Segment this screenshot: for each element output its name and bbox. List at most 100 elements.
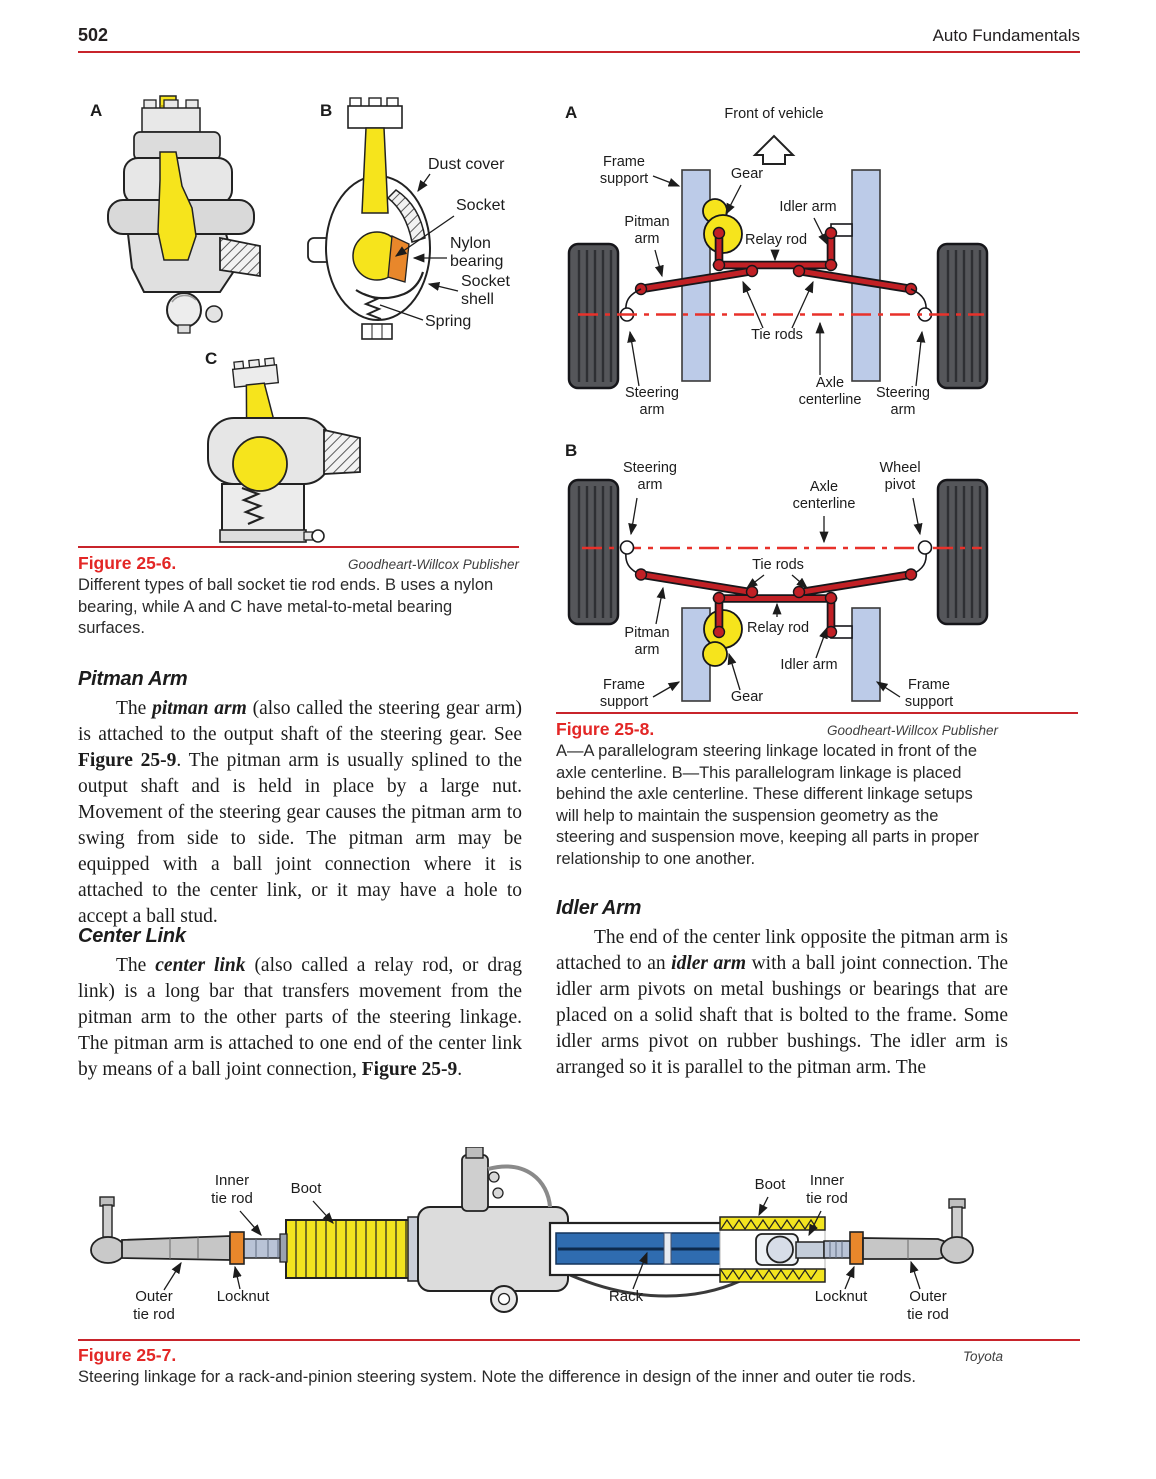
figure-25-6-rule xyxy=(78,546,519,548)
fig8a-label-steering-right-2: arm xyxy=(891,402,916,418)
fig6-label-spring: Spring xyxy=(425,313,471,330)
fig8a-label-pitman-1: Pitman xyxy=(624,214,669,230)
figure-25-7-rule xyxy=(78,1339,1080,1341)
fig6-label-nylon-1: Nylon xyxy=(450,235,491,252)
figure-25-8-caption: Figure 25-8. Goodheart-Willcox Publisher… xyxy=(556,719,998,870)
locknut-right xyxy=(849,1231,864,1265)
fig8a-label-steering-left-1: Steering xyxy=(625,385,679,401)
fig7-label-outer-left-1: Outer xyxy=(135,1288,173,1305)
fig8b-label-frame-left-2: support xyxy=(600,694,648,710)
idler-arm-paragraph: The end of the center link opposite the … xyxy=(556,925,1008,1081)
fig6-panel-b-tag: B xyxy=(320,101,332,120)
tire-left xyxy=(567,478,620,626)
fig7-label-outer-right-1: Outer xyxy=(909,1288,947,1305)
fig7-label-outer-left-2: tie rod xyxy=(133,1306,175,1323)
fig8b-label-axle-2: centerline xyxy=(793,496,856,512)
fig8b-label-tie-rods: Tie rods xyxy=(752,557,804,573)
figure-25-8-diagram: A Front of vehicle Frame support xyxy=(565,103,989,710)
fig7-label-inner-left-2: tie rod xyxy=(211,1190,253,1207)
fig8a-label-steering-left-2: arm xyxy=(640,402,665,418)
figure-25-6-diagram: A B C Dust cover xyxy=(90,95,510,543)
fig7-label-boot-left: Boot xyxy=(291,1180,323,1197)
text-run: The xyxy=(116,698,153,719)
tire-right xyxy=(936,478,989,626)
frame-support-right xyxy=(851,607,881,702)
fig8a-label-front-of-vehicle: Front of vehicle xyxy=(724,106,823,122)
fig8a-label-steering-right-1: Steering xyxy=(876,385,930,401)
pitman-arm-heading: Pitman Arm xyxy=(78,668,188,690)
figure-25-7-caption: Figure 25-7. Toyota Steering linkage for… xyxy=(78,1345,1003,1389)
fig8b-label-wheel-2: pivot xyxy=(885,477,916,493)
text-run: (also called a relay rod, or drag link) … xyxy=(78,955,522,1080)
text-run: (also called the steering gear arm) is a… xyxy=(78,698,522,745)
inner-tie-rod-right xyxy=(823,1240,851,1259)
figure-25-8-text: A—A parallelogram steering linkage locat… xyxy=(556,742,979,868)
center-link-heading: Center Link xyxy=(78,925,186,947)
figure-25-6-text: Different types of ball socket tie rod e… xyxy=(78,576,494,637)
tire-left xyxy=(567,242,620,390)
term-center-link: center link xyxy=(155,955,246,976)
fig7-label-boot-right: Boot xyxy=(755,1176,787,1193)
fig8b-label-steering-1: Steering xyxy=(623,460,677,476)
fig7-label-locknut-left: Locknut xyxy=(217,1288,270,1305)
figure-25-6-credit: Goodheart-Willcox Publisher xyxy=(348,557,519,572)
fig8b-label-gear: Gear xyxy=(731,689,763,705)
figure-25-6-title: Figure 25-6. xyxy=(78,553,177,573)
figure-25-7-text: Steering linkage for a rack-and-pinion s… xyxy=(78,1368,917,1386)
rack-pinion-assembly xyxy=(90,1147,974,1313)
term-idler-arm: idler arm xyxy=(671,953,747,974)
fig6-panel-a-drawing xyxy=(107,95,261,334)
fig8a-label-tie-rods: Tie rods xyxy=(751,327,803,343)
text-run: The end of the center link opposite the … xyxy=(556,927,1008,974)
fig8-panel-b: B Steering arm Axle centerline xyxy=(565,441,989,710)
fig8a-label-pitman-2: arm xyxy=(635,231,660,247)
outer-tie-rod-left xyxy=(121,1235,231,1261)
fig8a-label-axle-1: Axle xyxy=(816,375,844,391)
steering-linkage xyxy=(634,226,918,296)
fig6-label-shell-2: shell xyxy=(461,291,494,308)
book-title: Auto Fundamentals xyxy=(932,26,1080,45)
fig6-label-dust-cover: Dust cover xyxy=(428,156,505,173)
fig8a-label-gear: Gear xyxy=(731,166,763,182)
fig6-panel-c-drawing xyxy=(207,357,361,543)
front-of-vehicle-arrow-icon xyxy=(752,134,796,165)
figure-25-7-credit: Toyota xyxy=(962,1349,1003,1364)
fig8b-label-axle-1: Axle xyxy=(810,479,838,495)
fig8b-label-relay-rod: Relay rod xyxy=(747,620,809,636)
tire-right xyxy=(936,242,989,390)
fig8b-label-pitman-1: Pitman xyxy=(624,625,669,641)
figure-25-8-rule xyxy=(556,712,1078,714)
term-pitman-arm: pitman arm xyxy=(152,698,247,719)
fig8b-label-frame-right-1: Frame xyxy=(908,677,950,693)
fig8b-label-idler-arm: Idler arm xyxy=(780,657,837,673)
fig8a-label-axle-2: centerline xyxy=(799,392,862,408)
fig8b-label-frame-right-2: support xyxy=(905,694,953,710)
figure-reference: Figure 25-9 xyxy=(78,750,177,771)
boot-left xyxy=(279,1216,419,1282)
fig7-label-inner-left-1: Inner xyxy=(215,1172,249,1189)
fig6-panel-b-drawing xyxy=(307,97,431,340)
fig6-label-nylon-2: bearing xyxy=(450,253,503,270)
fig7-label-inner-right-2: tie rod xyxy=(806,1190,848,1207)
ball-stud-right xyxy=(951,1206,963,1240)
fig6-label-shell-1: Socket xyxy=(461,273,510,290)
page-number: 502 xyxy=(78,25,109,45)
fig8a-label-idler-arm: Idler arm xyxy=(779,199,836,215)
figure-25-7-title: Figure 25-7. xyxy=(78,1345,177,1365)
fig8a-label-relay-rod: Relay rod xyxy=(745,232,807,248)
center-link-paragraph: The center link (also called a relay rod… xyxy=(78,953,522,1083)
fig6-label-socket: Socket xyxy=(456,197,505,214)
figure-25-7-diagram: Inner tie rod Boot Outer tie rod Locknut… xyxy=(90,1147,974,1323)
fig8a-label-frame-1: Frame xyxy=(603,154,645,170)
pinion-housing xyxy=(417,1147,741,1313)
fig8b-label-wheel-1: Wheel xyxy=(879,460,920,476)
text-run: . The pitman arm is usually splined to t… xyxy=(78,750,522,927)
fig7-label-locknut-right: Locknut xyxy=(815,1288,868,1305)
fig8b-label-steering-2: arm xyxy=(638,477,663,493)
pitman-arm-paragraph: The pitman arm (also called the steering… xyxy=(78,696,522,930)
fig7-label-inner-right-1: Inner xyxy=(810,1172,844,1189)
text-run: with a ball joint connection. The idler … xyxy=(556,953,1008,1078)
boot-right-cutaway xyxy=(719,1216,826,1283)
figure-25-8-title: Figure 25-8. xyxy=(556,719,655,739)
ball-stud-left xyxy=(102,1204,113,1238)
